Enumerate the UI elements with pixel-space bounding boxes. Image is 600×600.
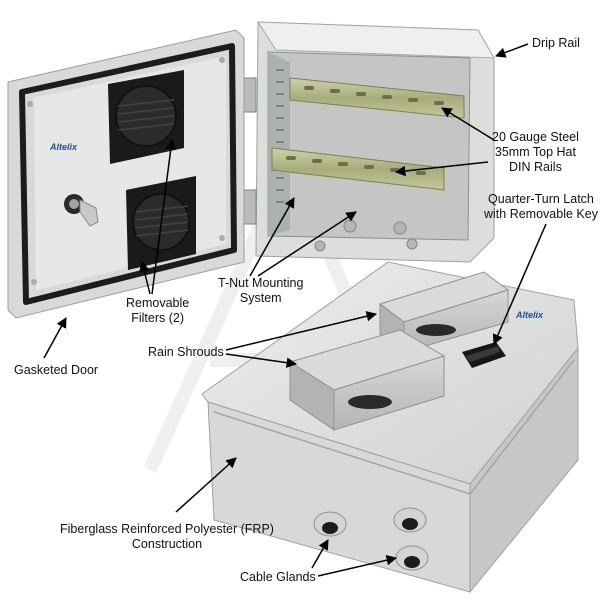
label-gasketed-door: Gasketed Door (14, 363, 99, 377)
removable-filter-top (108, 70, 184, 164)
label-latch: Quarter-Turn Latch with Removable Key (484, 192, 598, 221)
label-din-rails: 20 Gauge Steel 35mm Top Hat DIN Rails (492, 130, 579, 174)
arrow-tnut (249, 197, 295, 277)
closed-brand-logo: Altelix (515, 310, 544, 320)
closed-enclosure-side (469, 346, 579, 594)
arrow-din-rail-bottom (394, 161, 489, 177)
arrow-rain-shroud-front (225, 353, 298, 368)
label-filters: Removable Filters (2) (126, 296, 190, 325)
arrow-filter-top (151, 138, 176, 295)
din-rail-top (289, 77, 465, 119)
arrow-rain-shroud-back (225, 311, 378, 351)
label-tnut: T-Nut Mounting System (218, 276, 304, 305)
quarter-turn-latch (462, 342, 506, 368)
din-rail-bottom (271, 147, 445, 191)
arrow-frp (175, 457, 237, 513)
arrow-drip-rail (495, 43, 529, 58)
closed-enclosure: Altelix (201, 261, 579, 594)
open-enclosure: Altelix (7, 21, 495, 319)
leader-arrows (43, 43, 547, 577)
enclosure-body-open (243, 21, 495, 263)
rain-shroud-front (288, 329, 446, 431)
arrow-latch (492, 223, 547, 345)
cable-gland-3 (395, 545, 429, 571)
cable-gland-1 (313, 511, 347, 537)
arrow-gland-2 (317, 555, 398, 577)
label-rain-shrouds: Rain Shrouds (148, 345, 224, 359)
arrow-gasketed-door (43, 317, 67, 359)
door-latch (64, 194, 99, 227)
label-cable-glands: Cable Glands (240, 570, 316, 584)
label-drip-rail: Drip Rail (532, 36, 580, 50)
door-brand-logo: Altelix (49, 142, 78, 152)
cable-gland-2 (393, 507, 427, 533)
arrow-filter-bottom (139, 260, 151, 295)
arrow-tnut-2 (257, 211, 357, 277)
arrow-gland-1 (311, 539, 329, 569)
open-door: Altelix (7, 29, 245, 319)
label-frp: Fiberglass Reinforced Polyester (FRP) Co… (60, 522, 274, 551)
arrow-din-rail-top (441, 107, 495, 141)
